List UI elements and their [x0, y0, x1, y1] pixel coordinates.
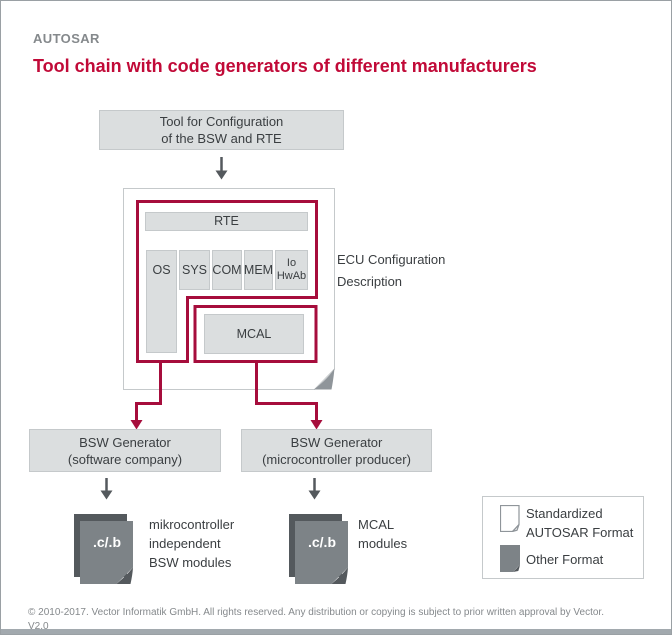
source-file-icon-art — [289, 514, 348, 584]
ecu-config-label: ECU Configuration Description — [337, 249, 445, 293]
footer: © 2010-2017. Vector Informatik GmbH. All… — [28, 606, 658, 634]
legend-item-standardized: Standardized AUTOSAR Format — [526, 504, 633, 542]
output-label-line: modules — [358, 536, 408, 551]
config-tool-line1: Tool for Configuration — [159, 114, 284, 129]
gray-document-icon — [500, 545, 520, 572]
output-label-line: mikrocontroller — [149, 517, 235, 532]
mcal-box: MCAL — [204, 314, 304, 354]
iohwab-line1: Io — [286, 257, 297, 269]
iohwab-line2: HwAb — [276, 270, 307, 282]
ecu-config-label-line2: Description — [337, 274, 403, 289]
iohwab-box: Io HwAb — [275, 250, 308, 290]
bsw-generator-microcontroller-box: BSW Generator (microcontroller producer) — [241, 429, 432, 472]
bsw-generator-software-box: BSW Generator (software company) — [29, 429, 221, 472]
com-box: COM — [212, 250, 242, 290]
down-arrow-icon — [215, 157, 228, 180]
sys-box: SYS — [179, 250, 210, 290]
red-connector-right — [255, 361, 323, 430]
mem-box: MEM — [244, 250, 273, 290]
version-text: V2.0 — [28, 621, 49, 632]
page-fold-icon — [314, 368, 335, 390]
output-label-left: mikrocontroller independent BSW modules — [149, 515, 234, 572]
generator-line1: BSW Generator — [79, 434, 171, 450]
output-label-line: MCAL — [358, 517, 395, 532]
source-file-icon: .c/.b — [74, 514, 134, 585]
red-connector-left — [130, 363, 162, 430]
output-label-line: independent — [149, 536, 221, 551]
ecu-config-label-line1: ECU Configuration — [337, 252, 446, 267]
white-document-icon — [500, 505, 520, 532]
brand-label: AUTOSAR — [33, 31, 100, 46]
legend-label-line: Standardized — [526, 506, 603, 521]
legend-label-line: Other Format — [526, 552, 604, 567]
legend-item-other: Other Format — [526, 550, 603, 569]
os-box: OS — [146, 250, 177, 353]
generator-line2: (software company) — [67, 451, 183, 467]
copyright-text: © 2010-2017. Vector Informatik GmbH. All… — [28, 607, 604, 618]
page-title: Tool chain with code generators of diffe… — [33, 56, 537, 76]
bottom-bar — [1, 629, 671, 634]
rte-box: RTE — [145, 212, 308, 231]
config-tool-line2: of the BSW and RTE — [161, 131, 282, 146]
down-arrow-icon — [308, 478, 321, 500]
source-file-icon: .c/.b — [289, 514, 349, 585]
source-file-icon-art — [74, 514, 133, 584]
output-label-line: BSW modules — [149, 555, 232, 570]
file-extension-label: .c/.b — [92, 534, 121, 550]
legend-label-line: AUTOSAR Format — [526, 525, 634, 540]
generator-line2: (microcontroller producer) — [262, 451, 411, 467]
generator-line1: BSW Generator — [290, 434, 383, 450]
down-arrow-icon — [100, 478, 113, 500]
output-label-right: MCAL modules — [358, 515, 407, 553]
file-extension-label: .c/.b — [307, 534, 336, 550]
config-tool-box: Tool for Configuration of the BSW and RT… — [99, 110, 344, 150]
